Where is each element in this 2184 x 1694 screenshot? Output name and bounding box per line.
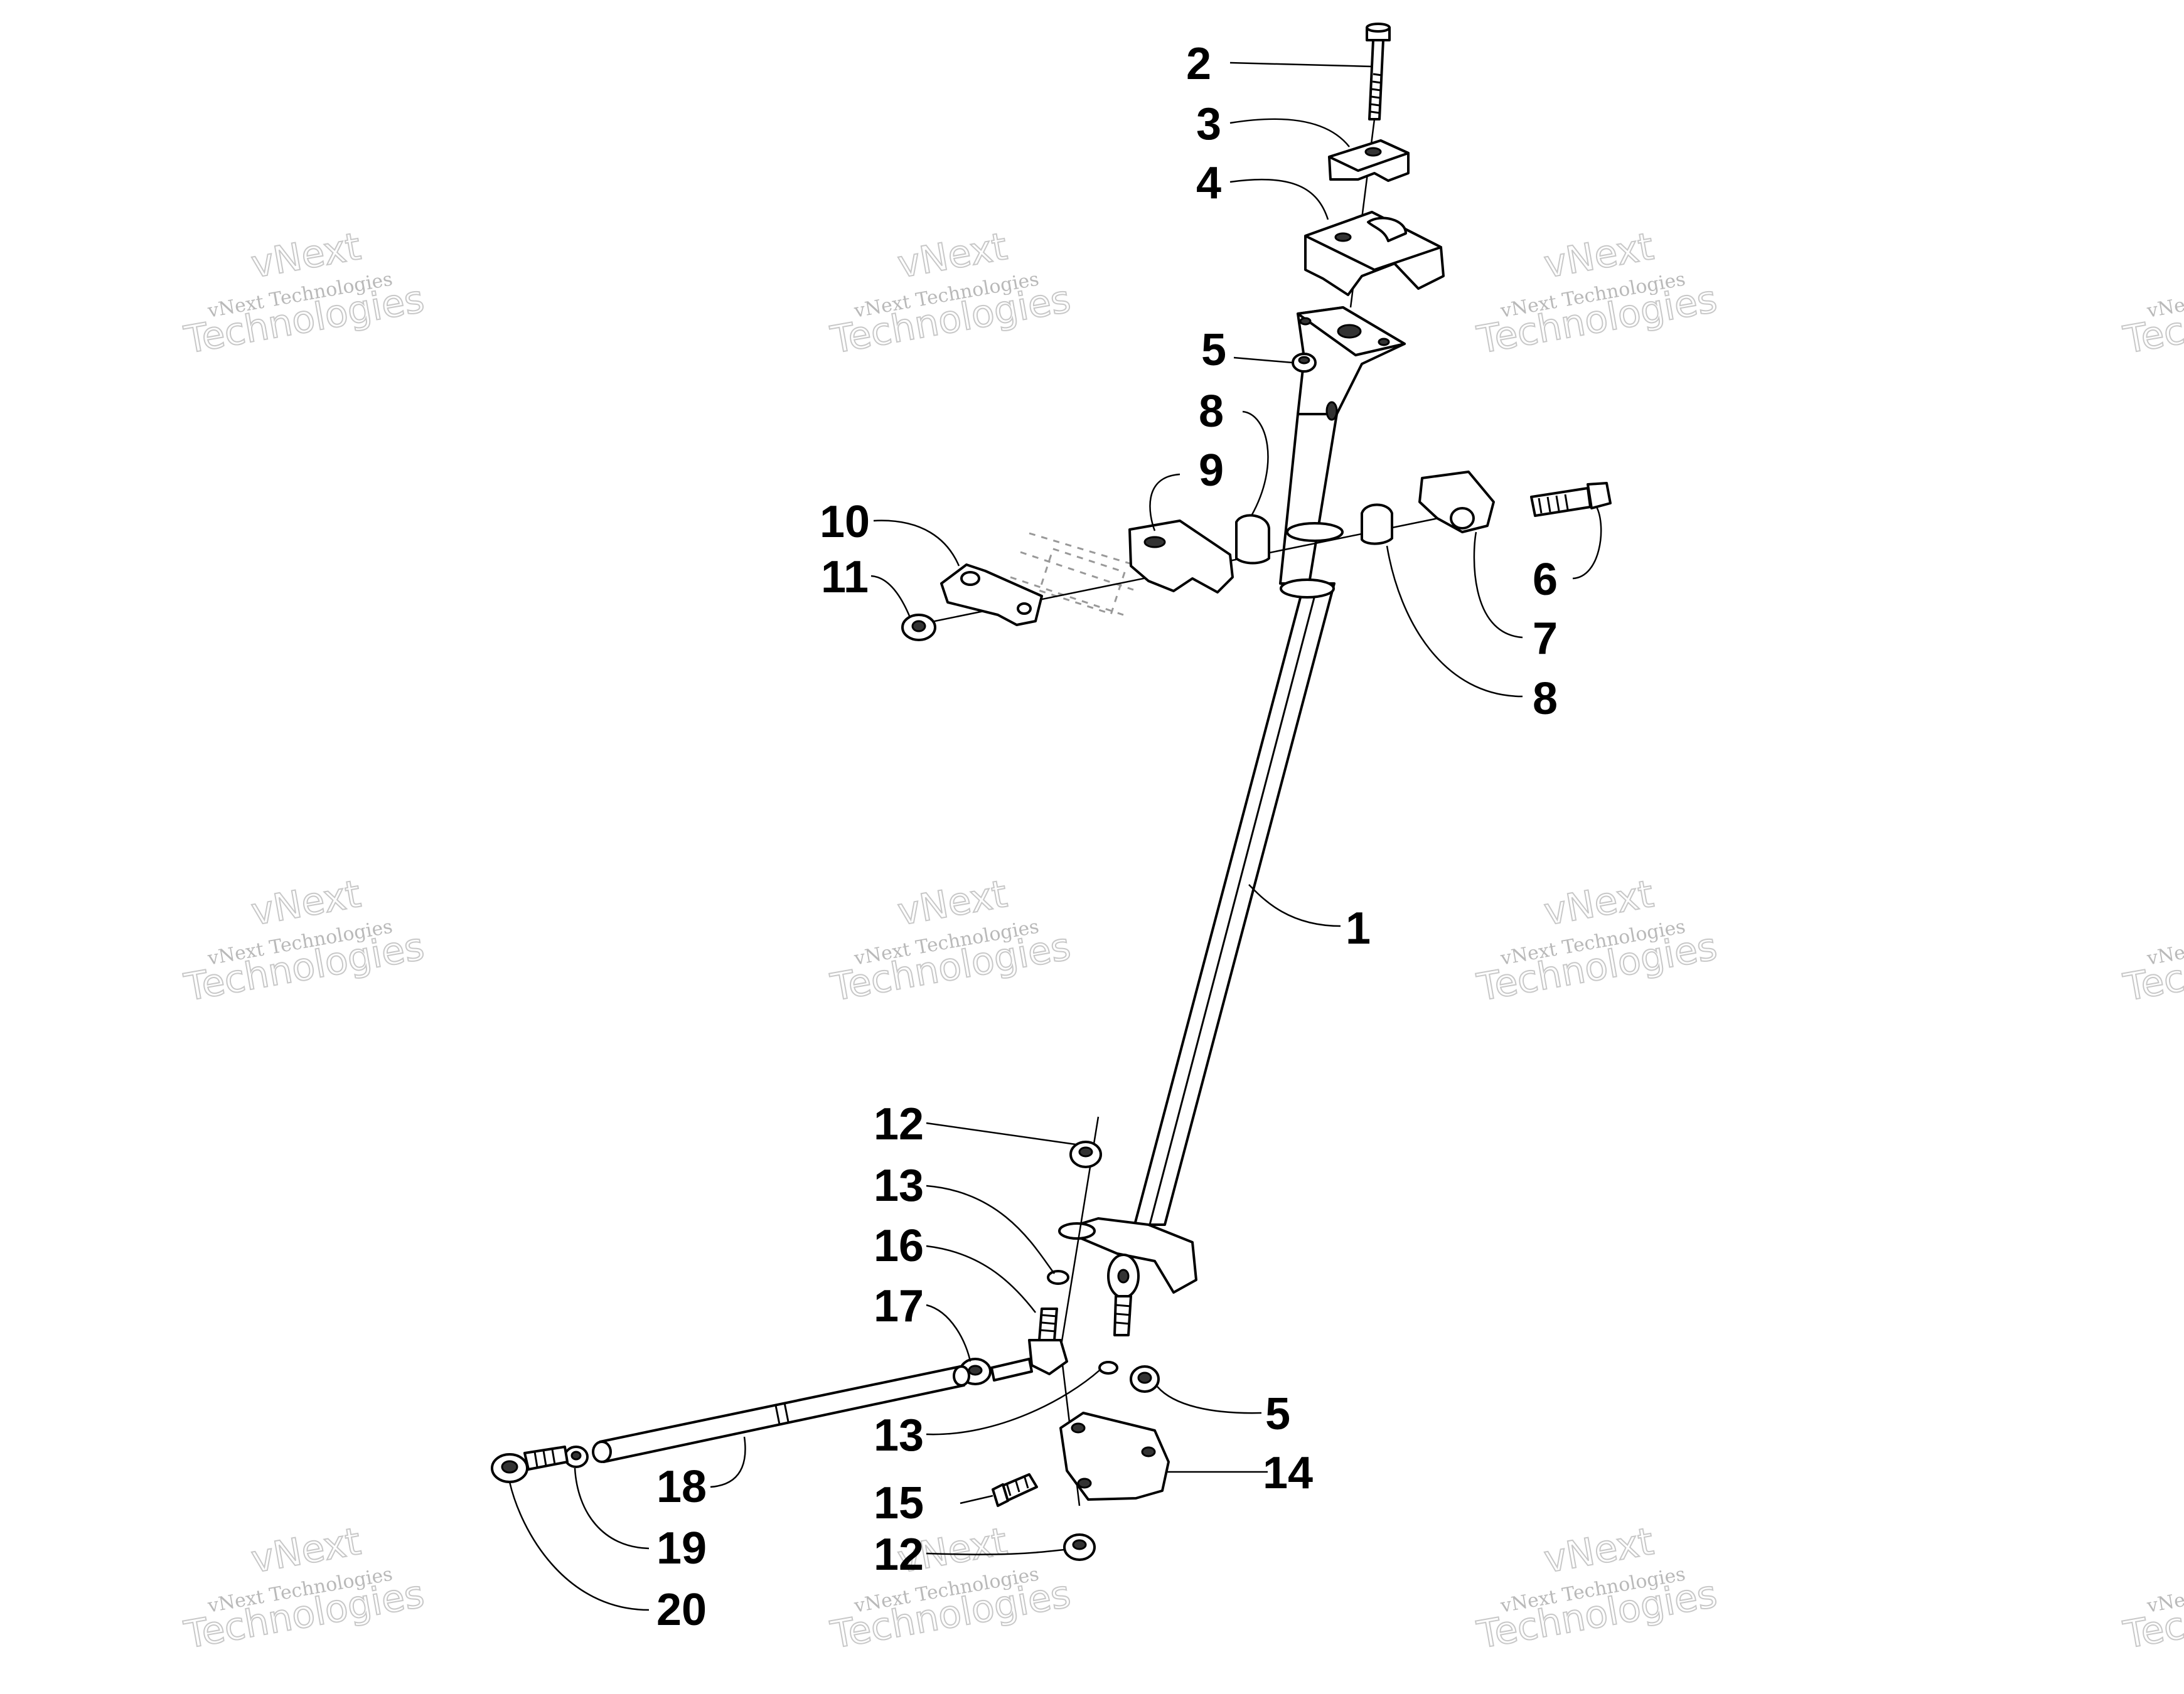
callout-12-upper: 12 bbox=[874, 1099, 924, 1149]
callout-2: 2 bbox=[1186, 39, 1211, 89]
callout-8-upper: 8 bbox=[1199, 386, 1224, 437]
callout-8-lower: 8 bbox=[1533, 674, 1558, 724]
callout-19: 19 bbox=[656, 1523, 707, 1574]
callout-6: 6 bbox=[1533, 555, 1558, 605]
callout-1: 1 bbox=[1346, 903, 1371, 954]
leader-lines bbox=[508, 61, 1602, 1611]
callout-12-lower: 12 bbox=[874, 1530, 924, 1580]
callout-3: 3 bbox=[1196, 99, 1221, 149]
clamp-cap[interactable] bbox=[1328, 139, 1410, 182]
callout-17: 17 bbox=[874, 1281, 924, 1331]
watermark-text: Technologies bbox=[2120, 277, 2184, 363]
steering-post[interactable] bbox=[1058, 306, 1406, 1336]
clamp-assembly[interactable] bbox=[901, 471, 1612, 641]
callout-labels: 2 3 4 5 8 9 10 11 6 7 8 1 12 13 16 17 13… bbox=[656, 39, 1558, 1635]
callout-9: 9 bbox=[1199, 445, 1224, 496]
lower-mount-parts[interactable] bbox=[959, 1116, 1170, 1561]
callout-14: 14 bbox=[1263, 1448, 1313, 1498]
watermark-text: Technologies bbox=[2120, 925, 2184, 1010]
callout-7: 7 bbox=[1533, 614, 1558, 664]
callout-10: 10 bbox=[820, 497, 870, 547]
callout-16: 16 bbox=[874, 1221, 924, 1271]
callout-13-lower: 13 bbox=[874, 1410, 924, 1461]
callout-20: 20 bbox=[656, 1585, 707, 1635]
callout-5-upper: 5 bbox=[1201, 325, 1226, 375]
callout-5-lower: 5 bbox=[1265, 1389, 1290, 1439]
callout-18: 18 bbox=[656, 1462, 707, 1512]
callout-13-upper: 13 bbox=[874, 1161, 924, 1211]
watermark-text: Technologies bbox=[2120, 1572, 2184, 1658]
callout-4: 4 bbox=[1196, 158, 1221, 208]
callout-15: 15 bbox=[874, 1478, 924, 1528]
upper-nut[interactable] bbox=[1292, 353, 1317, 373]
handlebar-block[interactable] bbox=[1304, 211, 1445, 296]
callout-11: 11 bbox=[821, 552, 869, 602]
tie-rod[interactable] bbox=[491, 1365, 970, 1483]
